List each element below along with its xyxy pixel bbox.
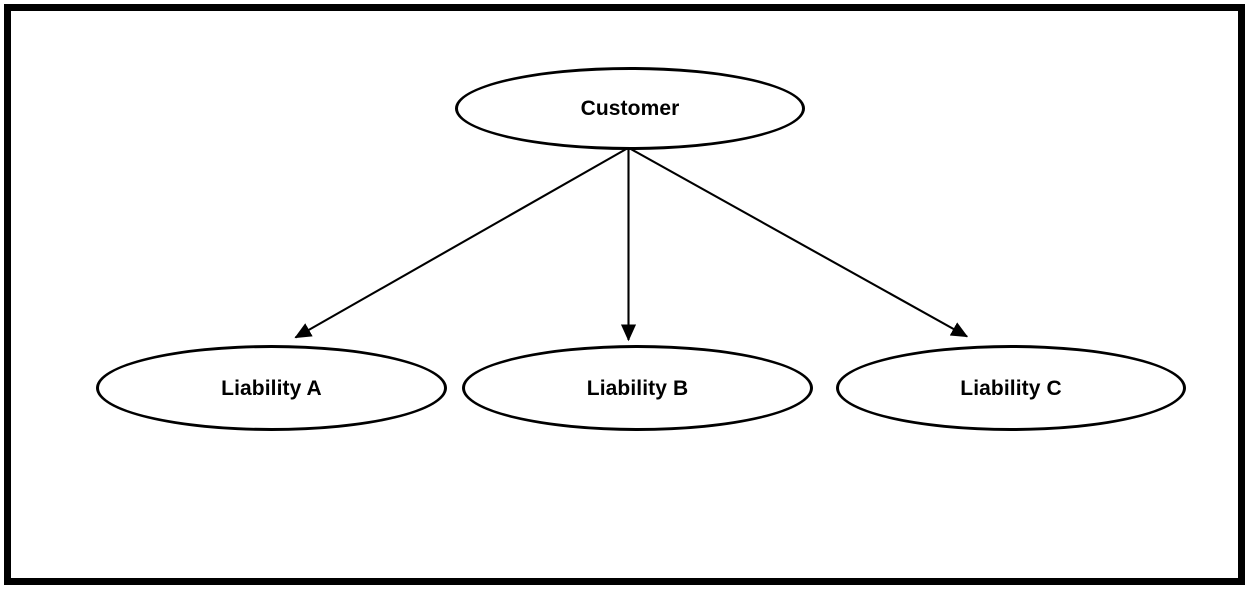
node-liability-a[interactable]: Liability A — [96, 345, 447, 431]
node-liability-b[interactable]: Liability B — [462, 345, 813, 431]
node-liability-a-label: Liability A — [221, 376, 322, 400]
node-customer[interactable]: Customer — [455, 67, 805, 150]
node-liability-c[interactable]: Liability C — [836, 345, 1186, 431]
node-customer-label: Customer — [580, 97, 680, 120]
node-liability-c-label: Liability C — [960, 376, 1062, 400]
node-liability-b-label: Liability B — [586, 376, 689, 400]
